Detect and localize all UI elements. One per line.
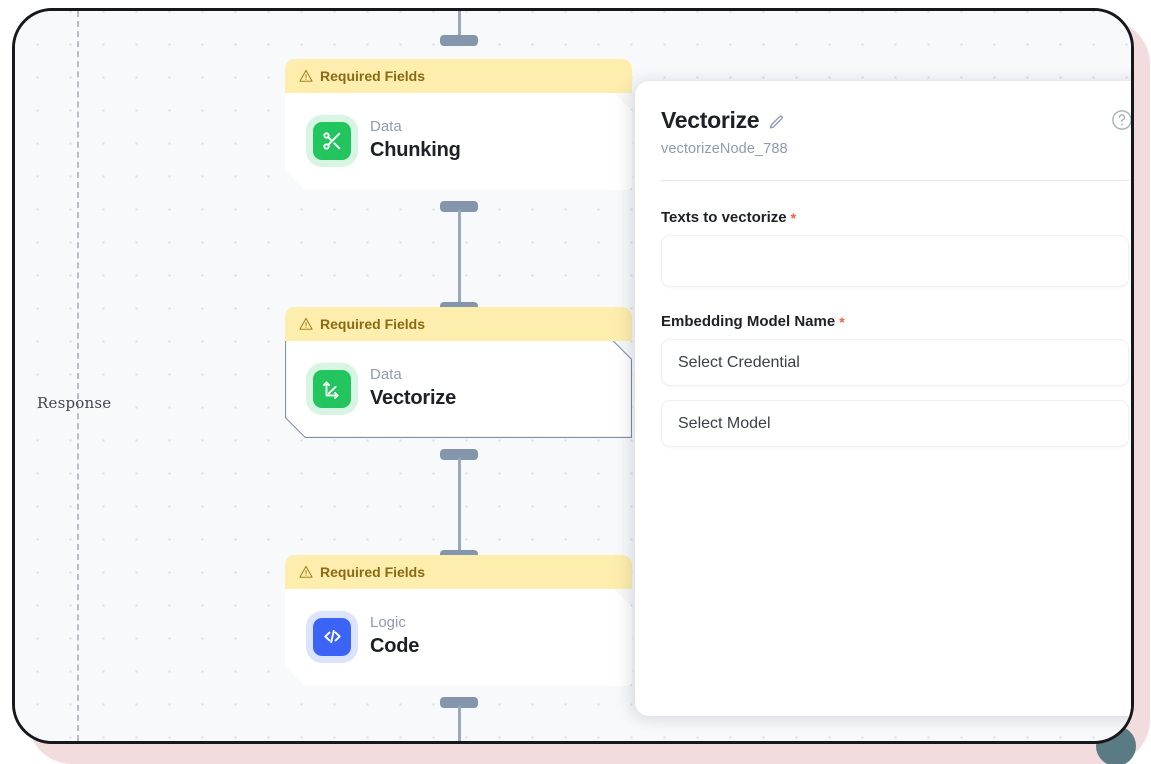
field-label-embedding-model-name: Embedding Model Name * bbox=[661, 313, 1129, 330]
node-chunking[interactable]: Required Fields Data Chu bbox=[285, 59, 632, 190]
required-marker: * bbox=[839, 313, 845, 330]
connector-vectorize-code bbox=[440, 449, 478, 564]
node-text-chunking: Data Chunking bbox=[370, 117, 461, 164]
node-kind-vectorize: Data bbox=[370, 366, 402, 383]
response-guide-line bbox=[77, 11, 79, 741]
panel-body: Texts to vectorize * Embedding Model Nam… bbox=[635, 181, 1131, 447]
panel-header: Vectorize vectorizeNode_788 bbox=[635, 81, 1133, 157]
required-marker: * bbox=[790, 209, 797, 226]
node-card-code[interactable]: Logic Code bbox=[285, 587, 632, 686]
select-model-dropdown[interactable]: Select Model bbox=[661, 400, 1129, 447]
node-properties-panel: Vectorize vectorizeNode_788 Texts to vec bbox=[635, 81, 1133, 716]
pencil-icon[interactable] bbox=[768, 114, 785, 131]
node-kind-code: Logic bbox=[370, 614, 406, 631]
connector-chunking-vectorize bbox=[440, 201, 478, 316]
field-texts-to-vectorize: Texts to vectorize * bbox=[661, 209, 1129, 287]
node-text-code: Logic Code bbox=[370, 613, 419, 660]
field-label-text: Texts to vectorize bbox=[661, 209, 787, 226]
node-kind-chunking: Data bbox=[370, 118, 402, 135]
panel-divider bbox=[661, 180, 1129, 181]
question-mark-circle-icon[interactable] bbox=[1111, 109, 1133, 131]
node-title-vectorize: Vectorize bbox=[370, 387, 457, 409]
texts-to-vectorize-input[interactable] bbox=[661, 235, 1129, 287]
app-frame: Response Required Fields bbox=[12, 8, 1134, 744]
warning-triangle-icon bbox=[299, 69, 313, 82]
field-label-text: Embedding Model Name bbox=[661, 313, 836, 330]
code-brackets-icon bbox=[313, 618, 351, 656]
node-banner-label-code: Required Fields bbox=[320, 564, 426, 580]
node-banner-chunking: Required Fields bbox=[285, 59, 632, 93]
panel-title: Vectorize bbox=[661, 107, 760, 133]
select-credential-dropdown[interactable]: Select Credential bbox=[661, 339, 1129, 386]
node-text-vectorize: Data Vectorize bbox=[370, 365, 456, 412]
node-card-vectorize[interactable]: Data Vectorize bbox=[285, 339, 632, 438]
node-card-chunking[interactable]: Data Chunking bbox=[285, 91, 632, 190]
scissors-icon bbox=[313, 122, 351, 160]
panel-title-row: Vectorize bbox=[661, 107, 1129, 134]
node-title-chunking: Chunking bbox=[370, 139, 461, 161]
connector-top bbox=[440, 11, 478, 56]
field-embedding-model-name: Embedding Model Name * Select Credential… bbox=[661, 313, 1129, 447]
node-vectorize[interactable]: Required Fields bbox=[285, 307, 632, 438]
connector-code-outgoing bbox=[440, 697, 478, 741]
warning-triangle-icon bbox=[299, 317, 313, 330]
node-code[interactable]: Required Fields Logic Code bbox=[285, 555, 632, 686]
field-label-texts-to-vectorize: Texts to vectorize * bbox=[661, 209, 1129, 226]
node-title-code: Code bbox=[370, 635, 420, 657]
response-label: Response bbox=[37, 394, 112, 412]
node-banner-label-chunking: Required Fields bbox=[320, 68, 426, 84]
node-banner-label-vectorize: Required Fields bbox=[320, 316, 426, 332]
node-banner-code: Required Fields bbox=[285, 555, 632, 589]
vector-arrows-icon bbox=[313, 370, 351, 408]
panel-node-id: vectorizeNode_788 bbox=[661, 141, 788, 157]
node-banner-vectorize: Required Fields bbox=[285, 307, 632, 341]
warning-triangle-icon bbox=[299, 565, 313, 578]
